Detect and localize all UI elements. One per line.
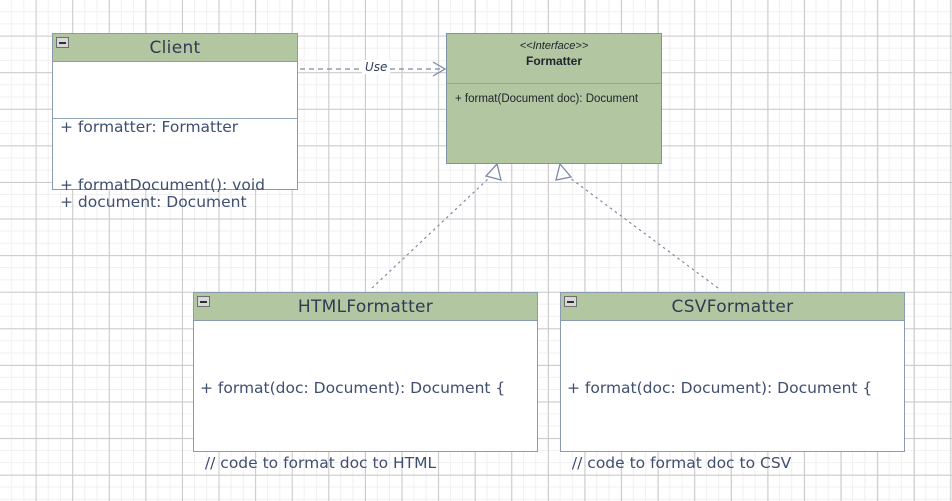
minus-icon[interactable] — [56, 37, 69, 48]
class-header-client: Client — [53, 34, 297, 62]
code-line: + format(doc: Document): Document { — [200, 379, 506, 397]
operation-row: + format(Document doc): Document — [455, 93, 639, 105]
code-line: + format(doc: Document): Document { — [567, 379, 873, 397]
interface-header-formatter: <<Interface>> Formatter — [447, 34, 661, 84]
class-attributes-client: + formatter: Formatter + document: Docum… — [53, 62, 297, 211]
html-realization-line — [371, 177, 490, 289]
attribute-row: + document: Document — [60, 193, 247, 211]
class-title-csv-formatter: CSVFormatter — [671, 296, 794, 317]
interface-stereotype: <<Interface>> — [519, 40, 589, 52]
class-header-html-formatter: HTMLFormatter — [194, 293, 537, 321]
interface-operations-formatter: + format(Document doc): Document — [447, 84, 661, 105]
use-dependency-label: Use — [362, 60, 391, 74]
interface-box-formatter[interactable]: <<Interface>> Formatter + format(Documen… — [446, 33, 662, 164]
class-box-csv-formatter[interactable]: CSVFormatter + format(doc: Document): Do… — [560, 292, 905, 472]
csv-realization-arrowhead — [555, 162, 573, 181]
class-body-csv-formatter: + format(doc: Document): Document { // c… — [561, 321, 904, 501]
code-line: // code to format doc to HTML — [200, 454, 437, 472]
use-dependency-arrowhead — [432, 61, 447, 77]
class-body-html-formatter: + format(doc: Document): Document { // c… — [194, 321, 537, 501]
class-title-html-formatter: HTMLFormatter — [297, 296, 434, 317]
class-header-csv-formatter: CSVFormatter — [561, 293, 904, 321]
class-box-client[interactable]: Client + formatter: Formatter + document… — [52, 33, 298, 211]
code-line: // code to format doc to CSV — [567, 454, 792, 472]
class-title-client: Client — [149, 37, 201, 58]
class-operations-client: + formatDocument(): void — [53, 119, 297, 248]
operation-row: + formatDocument(): void — [60, 176, 265, 194]
minus-icon[interactable] — [197, 296, 210, 307]
csv-realization-line — [569, 177, 719, 289]
html-realization-arrowhead — [484, 162, 502, 181]
interface-title-formatter: Formatter — [525, 54, 582, 68]
compartment-divider — [53, 118, 297, 119]
class-box-html-formatter[interactable]: HTMLFormatter + format(doc: Document): D… — [193, 292, 538, 472]
attribute-row: + formatter: Formatter — [60, 118, 239, 136]
minus-icon[interactable] — [564, 296, 577, 307]
